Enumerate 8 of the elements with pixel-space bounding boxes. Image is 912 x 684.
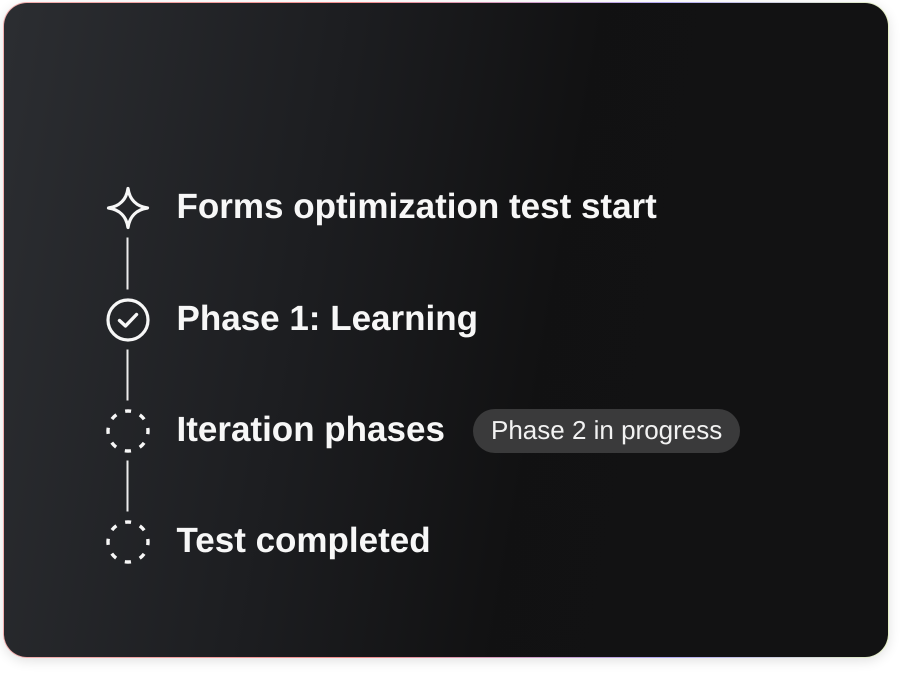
step-label: Test completed — [176, 521, 431, 562]
status-badge: Phase 2 in progress — [473, 408, 740, 452]
step-label: Forms optimization test start — [176, 187, 657, 228]
step-label: Iteration phases — [176, 410, 445, 451]
step-label: Phase 1: Learning — [176, 299, 478, 340]
connector-line — [126, 238, 128, 290]
connector-line — [126, 460, 128, 512]
connector-line — [126, 350, 128, 400]
